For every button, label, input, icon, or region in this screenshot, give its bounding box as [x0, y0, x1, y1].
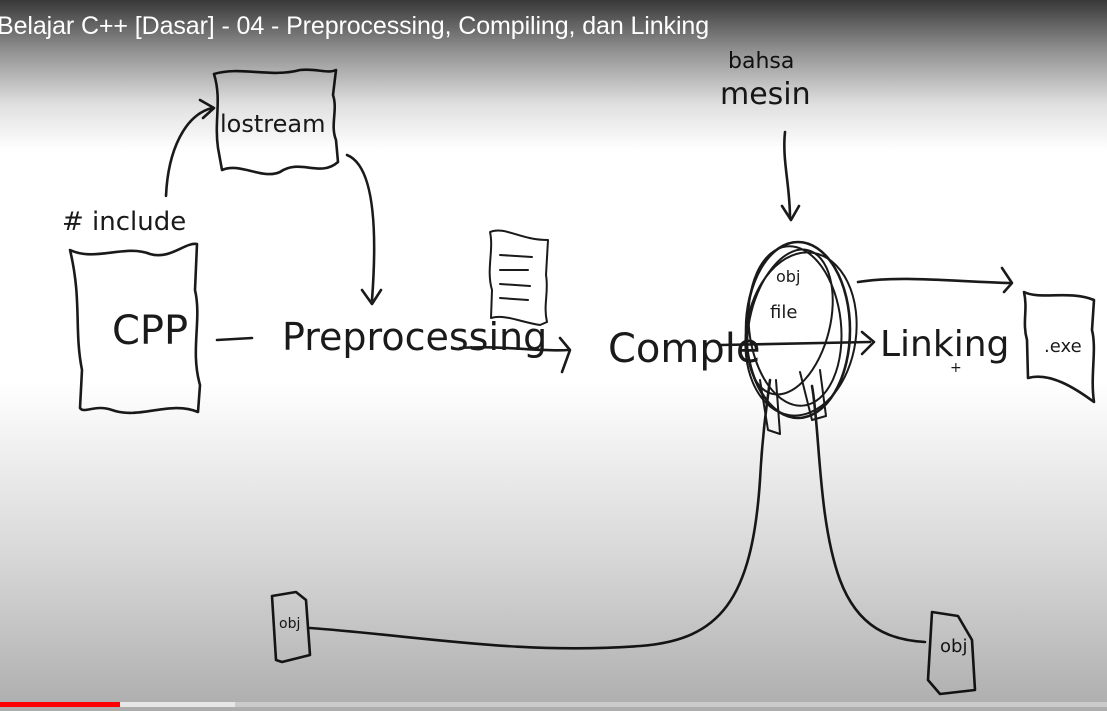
bahasa-mesin-arrow [783, 130, 792, 220]
iostream-to-preprocessing-arrow [345, 153, 376, 302]
obj-right-label: obj [940, 636, 967, 657]
video-title[interactable]: Belajar C++ [Dasar] - 04 - Preprocessing… [0, 12, 710, 40]
linking-label: Linking [880, 324, 1009, 365]
obj-right-box [926, 610, 977, 696]
progress-bar[interactable] [0, 702, 1107, 707]
include-label: # include [62, 207, 186, 237]
obj-left-connection [308, 378, 772, 650]
cpp-to-preprocessing-arrow [215, 336, 254, 342]
include-arrow [164, 106, 214, 198]
preprocessing-label: Preprocessing [282, 315, 547, 359]
obj-right-connection [810, 384, 927, 644]
obj-file-label-line1: obj [776, 267, 800, 286]
obj-left-box [270, 590, 312, 664]
compile-label: Comple [608, 326, 760, 372]
bahasa-label-line1: bahsa [728, 49, 794, 74]
circle-to-exe-arrow [856, 277, 1012, 285]
iostream-label: lostream [220, 110, 325, 138]
cpp-box [68, 242, 202, 415]
obj-file-label-line2: file [770, 302, 797, 323]
obj-left-label: obj [279, 616, 300, 632]
progress-played [0, 702, 120, 707]
compile-to-linking-arrow [718, 340, 872, 347]
cursor-plus: + [950, 360, 962, 376]
exe-box [1022, 290, 1096, 404]
bahasa-label-line2: mesin [720, 77, 811, 112]
cpp-label: CPP [112, 308, 188, 354]
preprocessing-to-compile-arrow [458, 345, 570, 352]
exe-label: .exe [1044, 336, 1082, 357]
document-icon [488, 229, 549, 326]
